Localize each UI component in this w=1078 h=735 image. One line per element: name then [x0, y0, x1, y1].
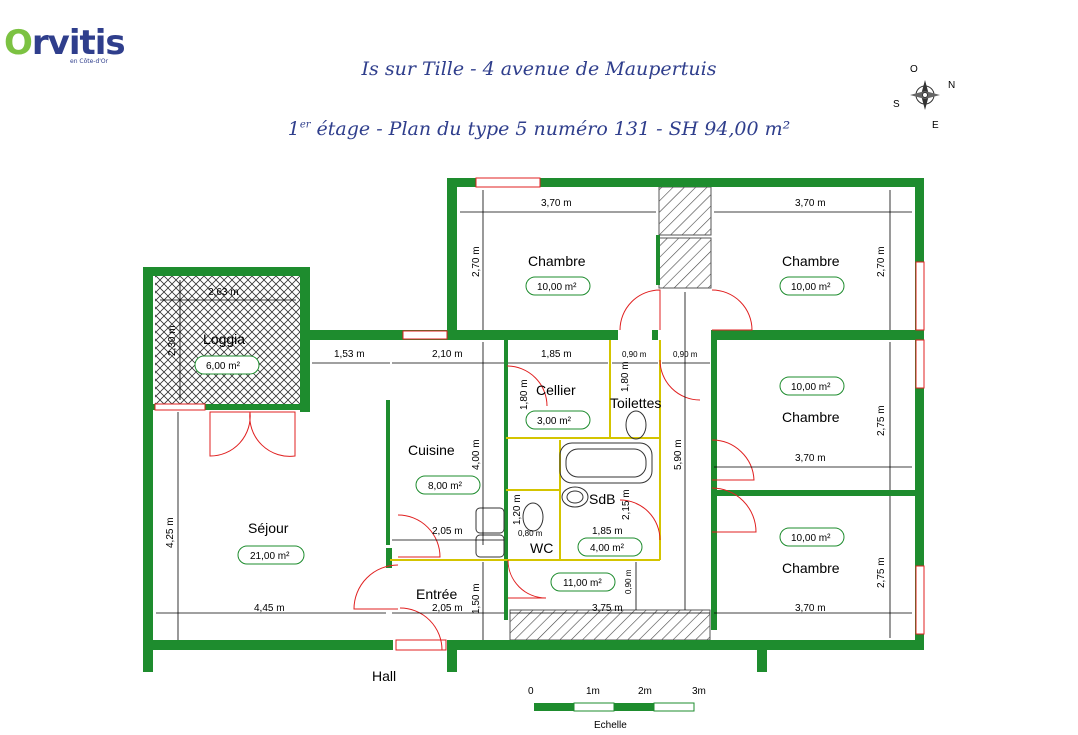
plan-title: Is sur Tille - 4 avenue de Maupertuis	[361, 58, 717, 80]
windows	[154, 177, 925, 651]
area-cellier: 3,00 m²	[537, 416, 572, 427]
room-label-cuisine: Cuisine	[408, 442, 455, 458]
stair-duct	[509, 609, 711, 641]
room-label-chambre-2: Chambre	[782, 253, 840, 269]
dim-label: 0,90 m	[624, 569, 633, 594]
area-cuisine: 8,00 m²	[428, 481, 463, 492]
scale-label: Echelle	[594, 720, 627, 731]
dim-label: 2,75 m	[876, 557, 887, 588]
room-label-chambre-4: Chambre	[782, 560, 840, 576]
dim-label: 1,85 m	[541, 349, 572, 360]
dim-label: 4,25 m	[165, 517, 176, 548]
compass-o: O	[910, 64, 918, 75]
scale-tick-0: 0	[528, 686, 534, 697]
area-chambre-2: 10,00 m²	[791, 282, 831, 293]
dim-label: 1,20 m	[512, 494, 523, 525]
fixtures	[475, 410, 653, 558]
dim-label: 2,70 m	[876, 246, 887, 277]
dim-label: 2,05 m	[432, 526, 463, 537]
dim-label: 2,70 m	[471, 246, 482, 277]
dim-label: 3,70 m	[795, 198, 826, 209]
dim-label: 2,15 m	[621, 489, 632, 520]
orvitis-logo: Orvitis en Côte-d'Or	[4, 23, 126, 65]
dim-label: 2,63 m	[208, 287, 239, 298]
exterior-walls	[143, 178, 924, 672]
dim-label: 0,80 m	[518, 529, 543, 538]
compass-icon: O N S E	[893, 64, 955, 131]
dim-label: 5,90 m	[673, 439, 684, 470]
area-chambre-3: 10,00 m²	[791, 382, 831, 393]
logo-subtitle: en Côte-d'Or	[70, 58, 109, 65]
room-label-loggia: Loggia	[203, 331, 245, 347]
dim-label: 1,80 m	[620, 361, 631, 392]
scale-tick-3: 3m	[692, 686, 706, 697]
dim-label: 2,75 m	[876, 405, 887, 436]
room-label-toilettes: Toilettes	[610, 395, 661, 411]
room-label-hall: Hall	[372, 668, 396, 684]
compass-s: S	[893, 99, 900, 110]
dim-label: 1,85 m	[592, 526, 623, 537]
room-label-entree: Entrée	[416, 586, 457, 602]
dim-label: 2,30 m	[167, 325, 178, 356]
room-label-sejour: Séjour	[248, 520, 289, 536]
dim-label: 1,80 m	[519, 379, 530, 410]
plan-subtitle: 1er étage - Plan du type 5 numéro 131 - …	[287, 118, 791, 140]
compass-e: E	[932, 120, 939, 131]
partitions	[390, 340, 661, 561]
duct-lower	[658, 237, 712, 289]
loggia-floor	[155, 276, 300, 406]
scale-tick-1: 1m	[586, 686, 600, 697]
area-sejour: 21,00 m²	[250, 551, 290, 562]
dimension-lines	[156, 190, 912, 640]
dim-label: 1,50 m	[471, 583, 482, 614]
dim-label: 3,70 m	[795, 453, 826, 464]
dim-label: 3,70 m	[541, 198, 572, 209]
logo-wordmark: Orvitis	[4, 23, 126, 63]
area-chambre-4: 10,00 m²	[791, 533, 831, 544]
scale-bar: 0 1m 2m 3m Echelle	[528, 686, 706, 731]
duct-upper	[658, 186, 712, 236]
dim-label: 2,10 m	[432, 349, 463, 360]
dim-label: 0,90 m	[622, 350, 647, 359]
dim-label: 1,53 m	[334, 349, 365, 360]
dim-label: 4,00 m	[471, 439, 482, 470]
dim-label: 0,90 m	[673, 350, 698, 359]
room-label-cellier: Cellier	[536, 382, 576, 398]
dim-label: 4,45 m	[254, 603, 285, 614]
room-label-chambre-1: Chambre	[528, 253, 586, 269]
room-label-wc: WC	[530, 540, 553, 556]
dim-label: 3,75 m	[592, 603, 623, 614]
door-swings	[209, 289, 757, 651]
dim-label: 3,70 m	[795, 603, 826, 614]
area-sdb: 4,00 m²	[590, 543, 625, 554]
area-chambre-1: 10,00 m²	[537, 282, 577, 293]
room-label-chambre-3: Chambre	[782, 409, 840, 425]
dim-label: 2,05 m	[432, 603, 463, 614]
room-label-sdb: SdB	[589, 491, 615, 507]
scale-tick-2: 2m	[638, 686, 652, 697]
compass-n: N	[948, 80, 955, 91]
area-badges	[194, 276, 845, 592]
area-loggia: 6,00 m²	[206, 361, 241, 372]
area-entree: 11,00 m²	[563, 578, 602, 589]
